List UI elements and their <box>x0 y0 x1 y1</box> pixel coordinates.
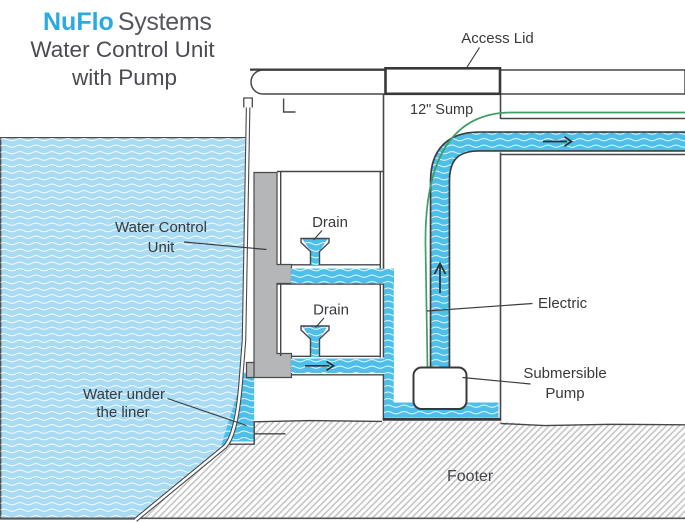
label-electric: Electric <box>538 295 588 312</box>
footer-ground <box>0 419 685 520</box>
label-drain-lower: Drain <box>313 302 349 319</box>
leader-lines <box>167 47 533 427</box>
label-submersible-pump-line2: Pump <box>545 385 584 402</box>
pipe-conduit-lines <box>500 117 685 156</box>
label-submersible-pump-line1: Submersible <box>523 365 606 382</box>
label-drain-upper: Drain <box>312 214 348 231</box>
sump-walls <box>382 93 685 420</box>
label-sump: 12" Sump <box>410 102 473 118</box>
drain-chambers <box>277 170 383 376</box>
liner-bracket <box>282 98 296 113</box>
flow-arrow-up-icon <box>433 261 447 293</box>
water-control-unit-body <box>245 171 293 379</box>
access-lid-leader <box>465 47 480 70</box>
drain-upper-leader <box>313 230 323 241</box>
pond-water <box>0 136 248 520</box>
electric-cable <box>424 111 685 370</box>
submersible-pump-body <box>412 366 468 410</box>
pond-liner <box>134 97 296 522</box>
liner-top-clip <box>243 97 253 108</box>
label-access-lid: Access Lid <box>461 30 534 47</box>
page-title-line2: with Pump <box>71 65 177 90</box>
top-slab <box>250 67 685 96</box>
brand-logo-light: Systems <box>118 8 212 36</box>
water-under-liner-leader <box>167 397 247 427</box>
drain-funnel-lower <box>300 325 330 357</box>
label-water-control-unit-line2: Unit <box>148 239 176 256</box>
water-control-unit-leader <box>183 241 267 251</box>
label-footer: Footer <box>447 468 494 485</box>
flow-arrow-channel-icon <box>305 360 336 372</box>
page-title-line1: Water Control Unit <box>30 37 215 62</box>
access-lid <box>384 67 502 96</box>
drain-funnel-upper <box>300 237 330 266</box>
label-water-control-unit-line1: Water Control <box>115 219 207 236</box>
electric-leader <box>426 302 533 312</box>
channel-water <box>291 268 499 418</box>
label-water-under-liner-line1: Water under <box>83 386 165 403</box>
flow-arrow-right-icon <box>543 136 574 147</box>
brand-logo-bold: NuFlo <box>43 8 114 36</box>
label-water-under-liner-line2: the liner <box>96 404 149 421</box>
discharge-pipe <box>429 131 685 371</box>
pump-leader <box>462 376 531 385</box>
drain-lower-leader <box>315 317 325 328</box>
